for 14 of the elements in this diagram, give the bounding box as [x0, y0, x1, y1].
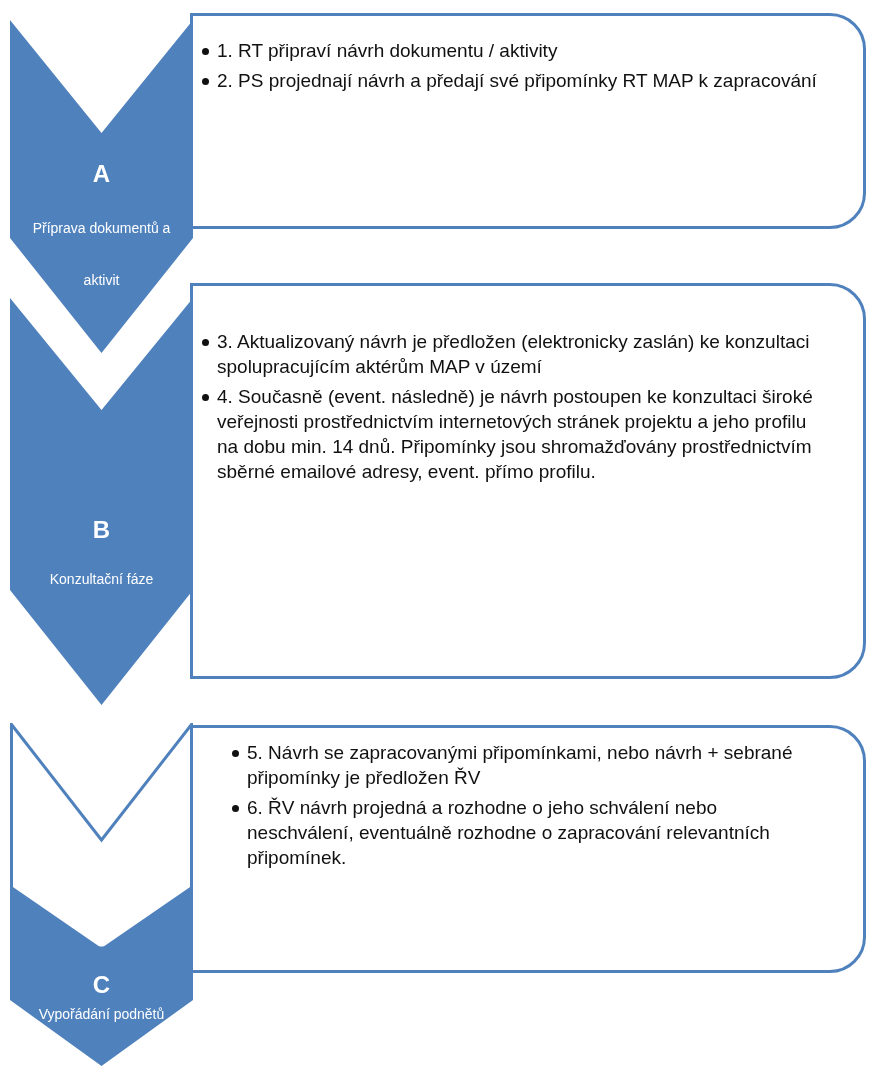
step-letter: B [91, 516, 112, 544]
step-title: Konzultační fáze [48, 570, 155, 589]
text-box [190, 283, 866, 679]
text-box [190, 13, 866, 229]
bullet-item: 1. RT připraví návrh dokumentu / aktivity [201, 38, 823, 63]
step-letter: C [91, 971, 112, 999]
step-letter: A [91, 160, 112, 188]
bullet-item: 6. ŘV návrh projedná a rozhodne o jeho schválení nebo neschválení, eventuálně rozhodne o zapracování relevantních připomínek. [231, 795, 793, 870]
bullet-item: 4. Současně (event. následně) je návrh postoupen ke konzultaci široké veřejnosti prostřednictvím internetových stránek projektu a jeho profilu na dobu min. 14 dnů. Připomínky jsou shromažďovány prostřednictvím sběrné emailové adresy, event. přímo profilu. [201, 384, 823, 484]
step-title: Příprava dokumentů a aktivit [31, 219, 172, 290]
step-title: Vypořádání podnětů [37, 1005, 166, 1024]
bullet-item: 5. Návrh se zapracovanými připomínkami, nebo návrh + sebrané připomínky je předložen ŘV [231, 740, 793, 790]
bullet-item: 3. Aktualizovaný návrh je předložen (elektronicky zaslán) ke konzultaci spolupracujícím aktérům MAP v území [201, 329, 823, 379]
bullet-item: 2. PS projednají návrh a předají své připomínky RT MAP k zapracování [201, 68, 823, 93]
